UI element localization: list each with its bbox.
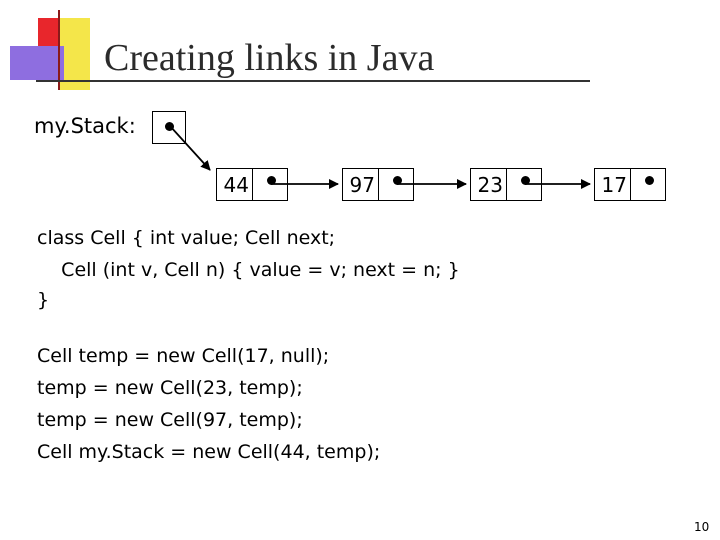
slide-title: Creating links in Java	[104, 37, 435, 79]
stack-variable-label: my.Stack:	[34, 114, 136, 138]
build-code-line: temp = new Cell(97, temp);	[37, 409, 303, 431]
cell-value: 44	[223, 173, 249, 197]
build-code-line: temp = new Cell(23, temp);	[37, 377, 303, 399]
cell-value: 97	[349, 173, 375, 197]
next-pointer-dot	[645, 176, 654, 185]
next-pointer-dot	[521, 176, 530, 185]
next-pointer-dot	[393, 176, 402, 185]
page-number: 10	[694, 520, 710, 534]
class-definition-line: }	[37, 289, 50, 311]
arrow	[169, 125, 211, 171]
class-definition-line: Cell (int v, Cell n) { value = v; next =…	[61, 259, 460, 281]
next-pointer-dot	[267, 176, 276, 185]
build-code-line: Cell temp = new Cell(17, null);	[37, 345, 330, 367]
title-underline	[36, 80, 590, 82]
list-cell: 17	[594, 168, 666, 201]
build-code-line: Cell my.Stack = new Cell(44, temp);	[37, 441, 381, 463]
cell-value: 23	[477, 173, 503, 197]
class-definition-line: class Cell { int value; Cell next;	[37, 227, 336, 249]
cell-value: 17	[601, 173, 627, 197]
